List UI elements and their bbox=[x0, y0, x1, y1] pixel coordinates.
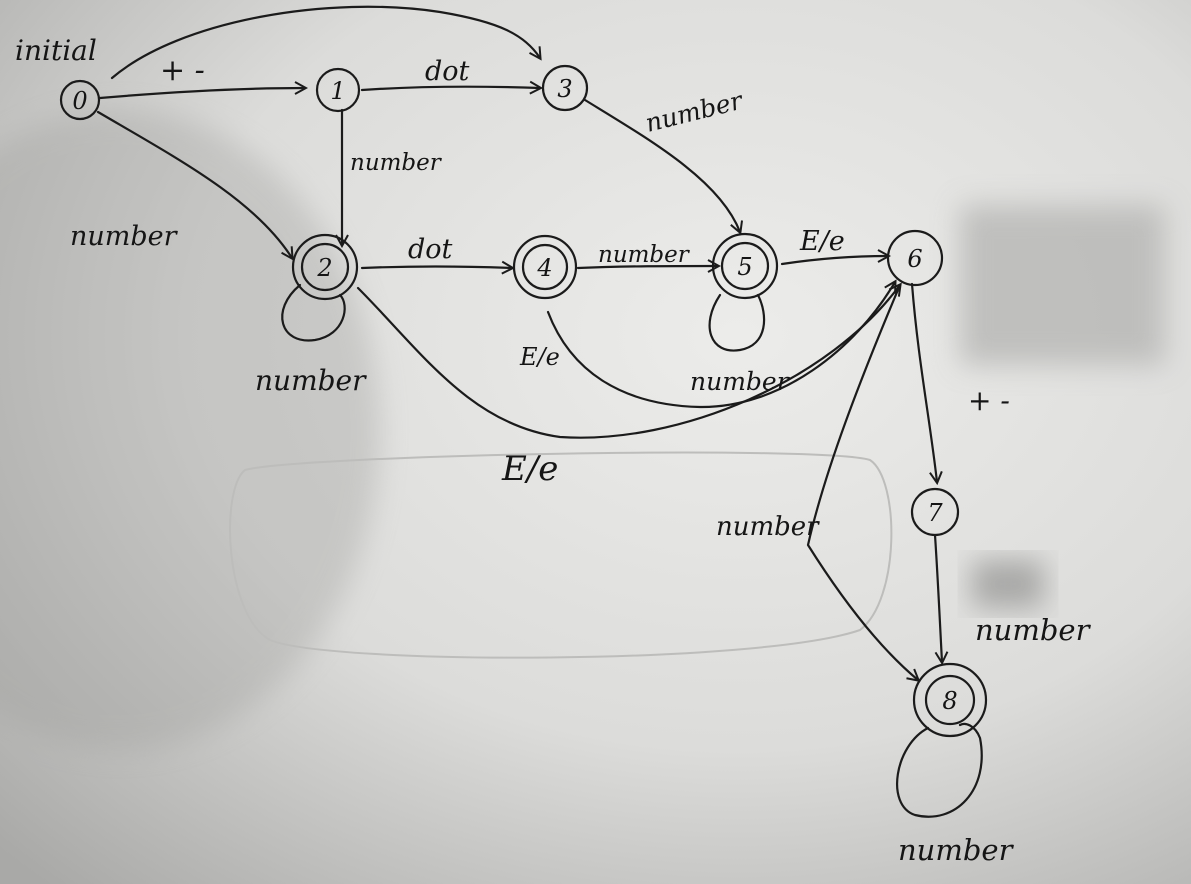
state-1-label: 1 bbox=[330, 77, 345, 105]
state-2-label: 2 bbox=[316, 254, 332, 282]
edge-2-4 bbox=[360, 267, 512, 269]
edge-0-2 bbox=[96, 110, 292, 258]
edge-0-3 bbox=[110, 5, 540, 80]
edge-6-7-label: + - bbox=[968, 384, 1010, 417]
edge-4-6 bbox=[546, 282, 895, 409]
state-8: 8 bbox=[912, 662, 988, 738]
edge-5-5 bbox=[708, 293, 766, 352]
state-0-label: 0 bbox=[72, 87, 87, 115]
edges bbox=[96, 5, 983, 818]
edge-1-3-label: dot bbox=[425, 56, 470, 87]
edge-4-6-label: E/e bbox=[519, 343, 560, 371]
edge-7-8-label: number bbox=[975, 613, 1092, 647]
extra-number-label: number bbox=[690, 367, 791, 396]
edge-2-4-label: dot bbox=[408, 234, 453, 265]
state-5-label: 5 bbox=[737, 253, 752, 281]
edge-0-1-label: + - bbox=[160, 53, 205, 88]
edge-1-3 bbox=[360, 87, 540, 90]
state-4-label: 4 bbox=[536, 254, 552, 282]
state-0: 0 bbox=[59, 79, 101, 121]
state-5: 5 bbox=[711, 232, 779, 300]
state-2: 2 bbox=[291, 233, 359, 301]
state-8-label: 8 bbox=[942, 687, 957, 715]
state-7-label: 7 bbox=[927, 499, 943, 527]
states: 0 1 2 3 4 5 6 7 bbox=[59, 64, 988, 738]
state-3-label: 3 bbox=[557, 75, 572, 103]
edge-0-2-label: number bbox=[70, 221, 179, 252]
blurred-region bbox=[972, 560, 1044, 608]
state-1: 1 bbox=[315, 67, 361, 113]
blurred-region bbox=[960, 205, 1165, 365]
edge-6-8-label: number bbox=[716, 512, 820, 542]
edge-8-8-label: number bbox=[898, 833, 1015, 867]
state-7: 7 bbox=[910, 487, 960, 537]
edge-2-6-label: E/e bbox=[501, 449, 558, 489]
edge-0-1 bbox=[98, 88, 305, 100]
bleed-through-shape bbox=[229, 451, 893, 659]
edge-1-2-label: number bbox=[350, 150, 443, 176]
state-6-label: 6 bbox=[907, 245, 922, 273]
state-6: 6 bbox=[886, 229, 944, 287]
edge-7-8 bbox=[933, 533, 942, 662]
edge-5-6-label: E/e bbox=[799, 226, 845, 257]
edge-4-5 bbox=[576, 266, 718, 268]
edge-4-5-label: number bbox=[598, 242, 691, 268]
paper-shadow bbox=[0, 110, 380, 750]
state-3: 3 bbox=[541, 64, 589, 112]
state-4: 4 bbox=[512, 234, 578, 300]
edge-2-2-label: number bbox=[255, 364, 367, 397]
edge-3-5 bbox=[583, 98, 740, 232]
edge-5-6 bbox=[780, 256, 888, 266]
edge-6-7 bbox=[910, 282, 937, 482]
edge-2-2 bbox=[281, 283, 346, 342]
start-label: initial bbox=[15, 34, 97, 67]
edge-2-6 bbox=[356, 285, 900, 439]
edge-6-8 bbox=[806, 283, 918, 680]
